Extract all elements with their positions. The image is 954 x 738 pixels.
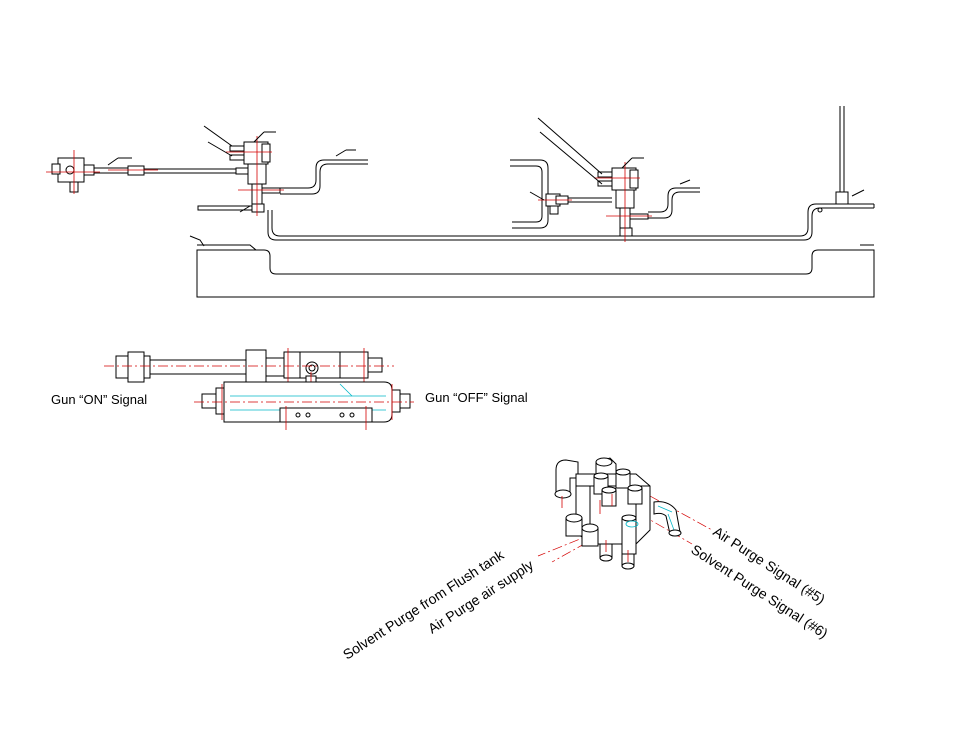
left-gun-valve <box>203 125 284 216</box>
middle-tee <box>510 159 612 229</box>
middle-hose <box>648 179 700 219</box>
top-assembly <box>46 106 875 298</box>
right-rod <box>817 106 865 213</box>
left-hose <box>280 149 368 195</box>
gun-on-signal-label: Gun “ON” Signal <box>51 392 147 407</box>
gun-signal-assembly <box>104 348 414 430</box>
middle-gun-valve <box>537 117 652 242</box>
gun-off-signal-label: Gun “OFF” Signal <box>425 390 528 405</box>
manifold-bar <box>189 235 875 298</box>
left-regulator-valve <box>46 150 244 194</box>
purge-manifold <box>537 457 713 570</box>
